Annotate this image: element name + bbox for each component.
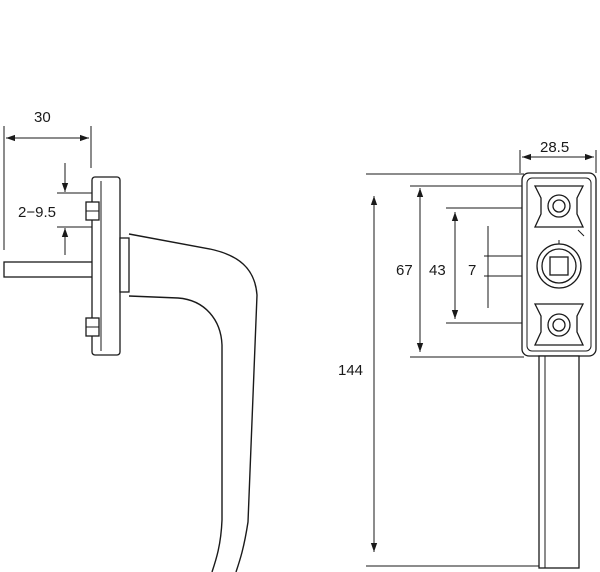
dimension-screw-range: 2−9.5 xyxy=(18,163,100,255)
rose-plate-side xyxy=(91,176,121,356)
screw-top xyxy=(85,201,100,221)
handle-lever-side xyxy=(119,233,258,572)
screw-bottom xyxy=(85,317,100,337)
dim-label-43: 43 xyxy=(429,262,446,279)
dimension-144: 144 xyxy=(338,173,540,567)
dim-label-7: 7 xyxy=(468,262,476,279)
screw-hole-bottom xyxy=(533,303,585,346)
dim-label-28.5: 28.5 xyxy=(540,139,569,156)
dim-label-2-9.5: 2−9.5 xyxy=(18,204,56,221)
side-view: 30 2−9.5 xyxy=(3,109,258,572)
dimension-28.5: 28.5 xyxy=(519,139,597,173)
screw-hole-top xyxy=(533,185,585,228)
dim-label-67: 67 xyxy=(396,262,413,279)
dimension-67: 67 xyxy=(396,185,524,358)
front-view: 28.5 144 67 43 7 xyxy=(338,139,597,569)
dim-label-144: 144 xyxy=(338,362,363,379)
dim-label-30: 30 xyxy=(34,109,51,126)
dimension-30: 30 xyxy=(3,109,92,250)
spindle xyxy=(3,261,95,278)
spindle-hole xyxy=(536,229,585,289)
handle-stem-front xyxy=(538,355,580,569)
